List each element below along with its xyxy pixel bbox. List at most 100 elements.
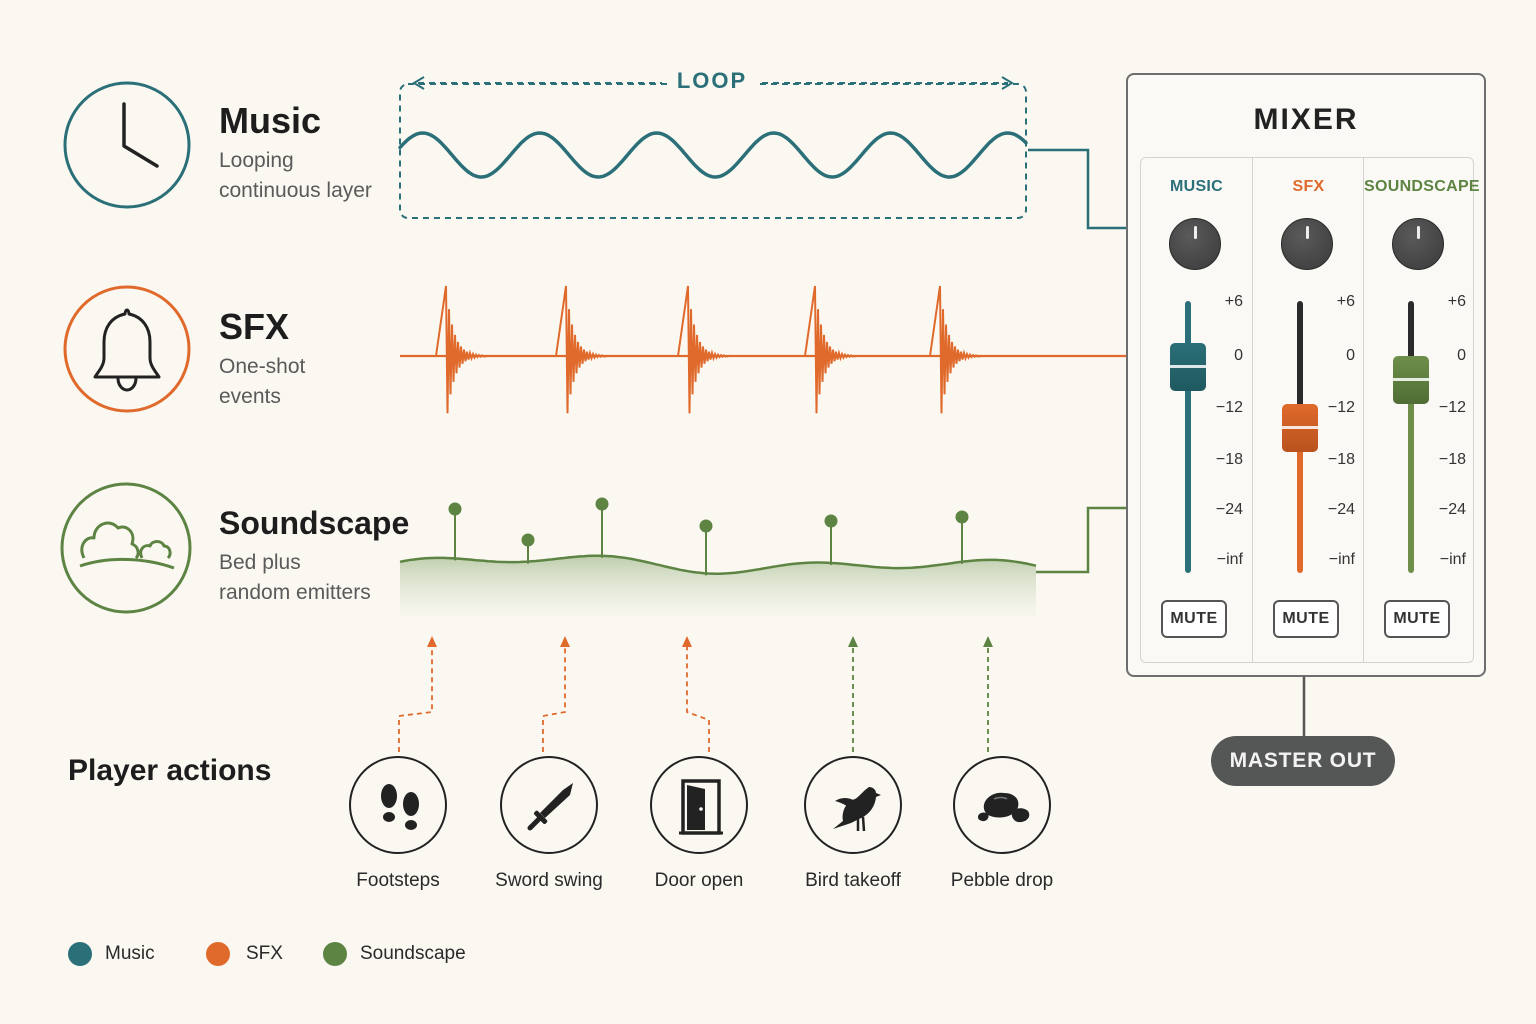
mixer-title: MIXER (1253, 103, 1359, 136)
channel-name-soundscape: SOUNDSCAPE (1364, 178, 1480, 195)
soundscape-subtitle-line: random emitters (219, 581, 371, 604)
scale-tick: −24 (1438, 501, 1466, 518)
legend-dot (323, 942, 347, 966)
action-arrow-line (542, 642, 566, 752)
scale-tick: +6 (1447, 293, 1466, 310)
music-layer-title: Music (219, 100, 322, 141)
fader-handle-soundscape[interactable] (1393, 356, 1429, 404)
scale-tick: −12 (1438, 399, 1466, 416)
emitter-dot (595, 497, 609, 511)
action-label: Bird takeoff (805, 870, 901, 891)
scale-tick: 0 (1457, 347, 1466, 364)
music-subtitle-line: continuous layer (219, 179, 372, 202)
pan-knob-music[interactable] (1169, 218, 1221, 270)
soundscape-layer-title: Soundscape (219, 505, 410, 541)
pan-knob-soundscape[interactable] (1392, 218, 1444, 270)
channel-strip-sfx: SFX +6 0 −12 −18 −24 −inf MUTE (1252, 158, 1364, 662)
music-subtitle-line: Looping (219, 149, 294, 172)
mixer-channel-strips: MUSIC +6 0 −12 −18 −24 −inf MUTE SFX +6 … (1140, 157, 1480, 663)
sfx-layer-subtitle: One-shot events (219, 352, 419, 412)
scale-tick: −12 (1215, 399, 1243, 416)
scale-tick: −inf (1439, 551, 1466, 568)
sfx-burst (804, 285, 858, 414)
loop-region (399, 83, 1027, 219)
action-circle[interactable] (349, 756, 447, 854)
scale-tick: −18 (1215, 451, 1243, 468)
mixer-panel: MIXER MUSIC +6 0 −12 −18 −24 −inf MUTE S… (1126, 73, 1486, 677)
action-circle[interactable] (650, 756, 748, 854)
action-arrow-line (398, 642, 433, 752)
loop-arrow (412, 76, 1014, 90)
action-arrow-line (686, 642, 710, 752)
emitter-dot (824, 514, 838, 528)
scale-tick: +6 (1336, 293, 1355, 310)
fader-handle-sfx[interactable] (1282, 403, 1318, 452)
door-icon (679, 779, 723, 835)
soundscape-subtitle-line: Bed plus (219, 551, 301, 574)
legend-label: Soundscape (360, 943, 466, 964)
pebbles-icon (978, 792, 1030, 823)
legend-label: Music (105, 943, 155, 964)
legend-dot (206, 942, 230, 966)
scale-tick: −18 (1438, 451, 1466, 468)
master-out-button[interactable]: MASTER OUT (1211, 736, 1395, 786)
action-circle[interactable] (500, 756, 598, 854)
soundscape-bed (400, 555, 1036, 616)
music-connector (1028, 148, 1126, 230)
scale-tick: 0 (1234, 347, 1243, 364)
action-arrow-head (983, 636, 993, 647)
scale-tick: −12 (1327, 399, 1355, 416)
fader-track-top (1297, 301, 1303, 428)
landscape-icon (60, 482, 192, 614)
action-label: Door open (654, 870, 744, 891)
mute-button-music[interactable]: MUTE (1161, 600, 1227, 638)
scale-tick: −24 (1215, 501, 1243, 518)
fader-track-music[interactable] (1185, 301, 1191, 573)
scale-tick: −inf (1328, 551, 1355, 568)
player-actions-title: Player actions (68, 754, 272, 787)
channel-strip-music: MUSIC +6 0 −12 −18 −24 −inf MUTE (1141, 158, 1252, 662)
action-arrow-head (560, 636, 570, 647)
action-arrow-head (848, 636, 858, 647)
scale-tick: +6 (1224, 293, 1243, 310)
music-layer-subtitle: Looping continuous layer (219, 146, 419, 206)
sfx-layer-title: SFX (219, 306, 290, 347)
mute-button-sfx[interactable]: MUTE (1273, 600, 1339, 638)
emitter-dot (699, 519, 713, 533)
action-circle[interactable] (804, 756, 902, 854)
action-arrow-head (682, 636, 692, 647)
action-arrows (398, 636, 993, 752)
channel-name-music: MUSIC (1169, 178, 1224, 195)
pan-knob-sfx[interactable] (1281, 218, 1333, 270)
sword-icon (527, 783, 573, 831)
sfx-burst (929, 285, 983, 414)
scale-tick: −18 (1327, 451, 1355, 468)
fader-handle-music[interactable] (1170, 343, 1206, 391)
fader-track-sfx[interactable] (1297, 427, 1303, 573)
legend-label: SFX (246, 943, 283, 964)
soundscape-bed-line (399, 554, 1037, 575)
scale-tick: 0 (1346, 347, 1355, 364)
fader-track-soundscape[interactable] (1408, 380, 1414, 573)
sfx-subtitle-line: One-shot (219, 355, 306, 378)
soundscape-emitters (448, 497, 969, 576)
mute-button-soundscape[interactable]: MUTE (1384, 600, 1450, 638)
sfx-waveform (435, 285, 983, 414)
clock-icon (63, 81, 191, 209)
channel-name-sfx: SFX (1292, 178, 1325, 195)
sfx-burst (677, 285, 731, 414)
scale-tick: −24 (1327, 501, 1355, 518)
loop-label: LOOP (668, 68, 756, 94)
emitter-dot (448, 502, 462, 516)
action-arrow-head (427, 636, 437, 647)
action-label: Sword swing (495, 870, 603, 891)
soundscape-connector (1036, 506, 1126, 574)
bird-icon (833, 787, 881, 832)
bell-icon (63, 285, 191, 413)
channel-strip-soundscape: SOUNDSCAPE +6 0 −12 −18 −24 −inf MUTE (1363, 158, 1480, 662)
action-circle[interactable] (953, 756, 1051, 854)
footprints-icon (381, 784, 419, 830)
scale-tick: −inf (1216, 551, 1243, 568)
music-waveform (398, 131, 1028, 179)
legend-dot (68, 942, 92, 966)
